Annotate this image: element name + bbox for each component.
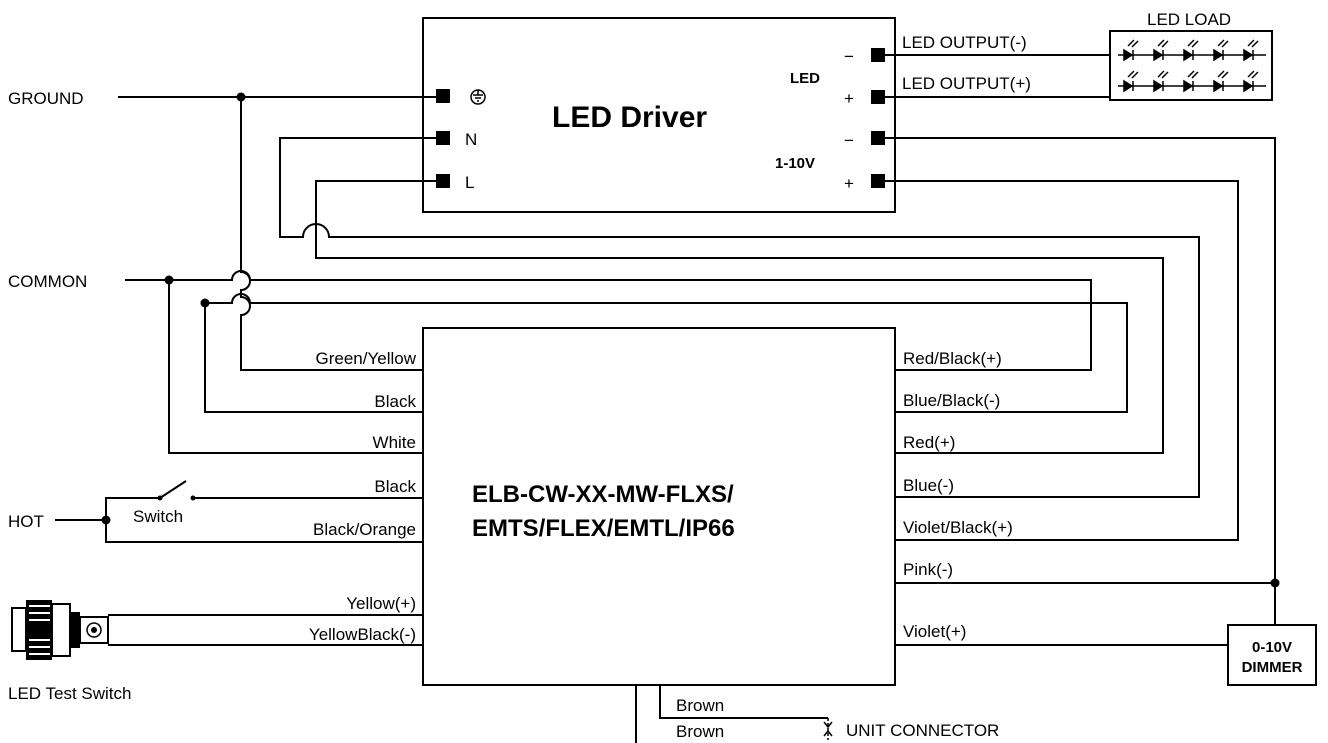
dim-neg-sign: − (844, 131, 854, 150)
wire-black (204, 303, 423, 413)
wire-label-black-1: Black (374, 392, 416, 411)
ground-icon (470, 89, 486, 105)
terminal-n (436, 131, 450, 145)
switch-label: Switch (133, 507, 183, 526)
wire-white (168, 280, 423, 454)
wire-label-yellow: Yellow(+) (346, 594, 416, 613)
led-terminal-label: LED (790, 70, 820, 87)
dimmer-line2: DIMMER (1242, 659, 1303, 676)
led-out-neg-label: LED OUTPUT(-) (902, 33, 1027, 52)
led-pos-sign: + (844, 89, 854, 108)
junction-pink (1270, 578, 1280, 588)
dim-pos-sign: + (844, 174, 854, 193)
switch-lever (159, 480, 187, 499)
terminal-ground (436, 89, 450, 103)
wire-label-white: White (373, 433, 416, 452)
wire-common (125, 270, 1092, 371)
led-out-pos-label: LED OUTPUT(+) (902, 74, 1031, 93)
wire-label-pink: Pink(-) (903, 560, 953, 579)
led-load-title: LED LOAD (1147, 10, 1231, 29)
module-title-line1: ELB-CW-XX-MW-FLXS/ (472, 481, 734, 508)
wire-label-black-orange: Black/Orange (313, 520, 416, 539)
wire-label-red-black: Red/Black(+) (903, 349, 1002, 368)
wire-brown-1 (659, 685, 828, 719)
terminal-dim-neg (871, 131, 885, 145)
wire-label-violet-black: Violet/Black(+) (903, 518, 1013, 537)
brown-label-2: Brown (676, 722, 724, 741)
ground-label: GROUND (8, 89, 84, 108)
wire-label-green-yellow: Green/Yellow (316, 349, 417, 368)
wire-label-violet: Violet(+) (903, 622, 966, 641)
wire-driver-l (315, 180, 1164, 454)
common-label: COMMON (8, 272, 87, 291)
wire-black-orange (105, 520, 423, 543)
led-string-icon (1118, 39, 1266, 93)
terminal-l (436, 174, 450, 188)
wire-label-black-2: Black (374, 477, 416, 496)
led-neg-sign: − (844, 47, 854, 66)
dimmer-box (1227, 624, 1317, 686)
dim-terminal-label: 1-10V (775, 155, 815, 172)
emergency-module-box (422, 327, 896, 686)
dimmer-line1: 0-10V (1252, 639, 1292, 656)
led-driver-title: LED Driver (552, 101, 707, 134)
terminal-l-label: L (465, 173, 474, 192)
module-title-line2: EMTS/FLEX/EMTL/IP66 (472, 515, 735, 542)
wire-label-yellowblack: YellowBlack(-) (309, 625, 416, 644)
hot-label: HOT (8, 512, 44, 531)
led-driver-box (422, 17, 896, 213)
wire-dim-pos (885, 180, 1239, 541)
wire-label-blue: Blue(-) (903, 476, 954, 495)
led-test-switch-icon (11, 600, 109, 660)
terminal-led-pos (871, 90, 885, 104)
terminal-n-label: N (465, 130, 477, 149)
wire-label-blue-black: Blue/Black(-) (903, 391, 1000, 410)
unit-connector-label: UNIT CONNECTOR (846, 721, 999, 740)
wire-dim-neg (885, 137, 1276, 625)
wire-hot-switch (105, 497, 158, 520)
wire-black-common (205, 293, 1128, 413)
terminal-led-neg (871, 48, 885, 62)
terminal-dim-pos (871, 174, 885, 188)
brown-label-1: Brown (676, 696, 724, 715)
led-load-box (1109, 30, 1273, 101)
unit-connector-icon (823, 718, 833, 740)
led-test-switch-label: LED Test Switch (8, 684, 131, 703)
wire-label-red: Red(+) (903, 433, 955, 452)
